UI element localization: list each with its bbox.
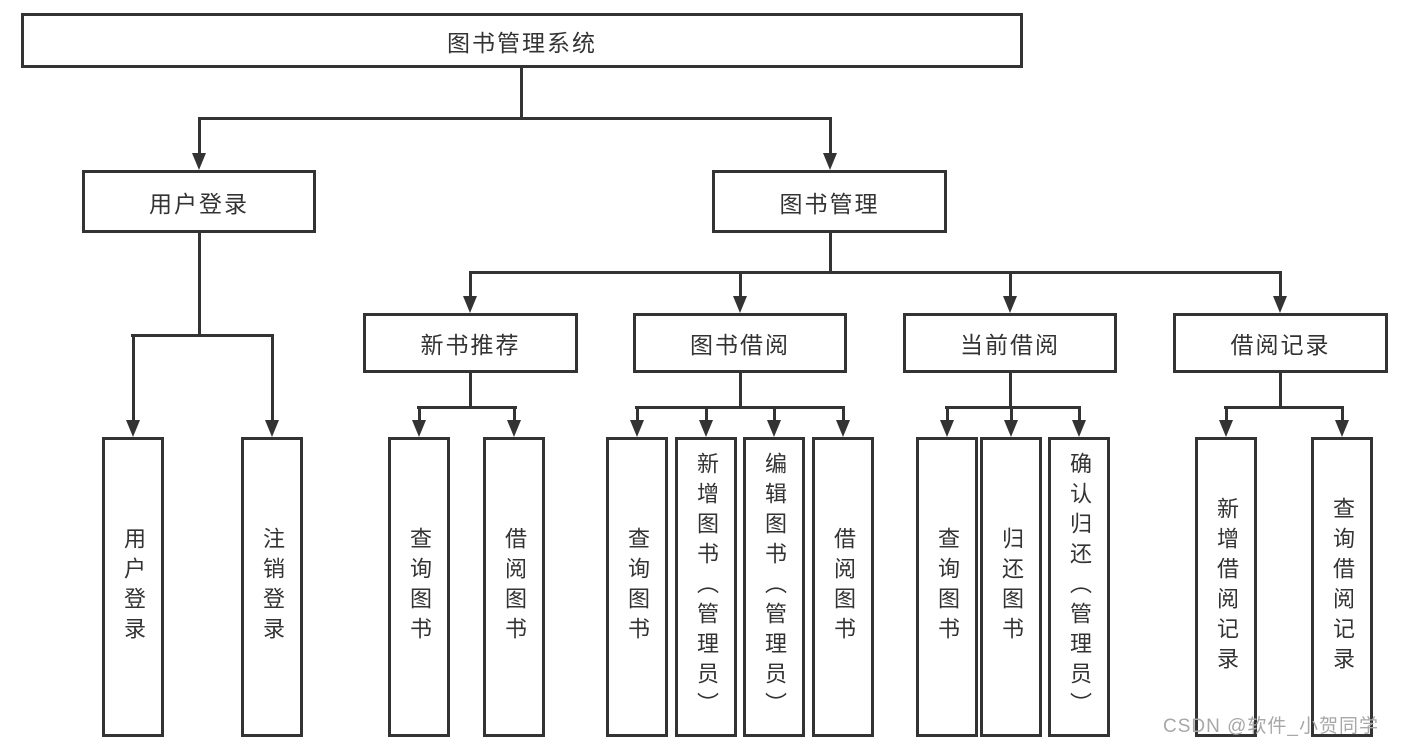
connector-line [842,406,845,422]
arrowhead-icon [1004,420,1018,437]
arrowhead-icon [823,153,837,170]
arrowhead-icon [463,296,477,313]
node-book-borrowing: 图书借阅 [633,313,847,373]
node-current-borrowing: 当前借阅 [903,313,1117,373]
connector-line [198,233,201,337]
leaf-query-borrow-record-label: 查询借阅记录 [1330,497,1355,677]
arrowhead-icon [412,420,426,437]
connector-line [829,233,832,274]
leaf-borrow-books-1: 借阅图书 [483,437,545,737]
node-user-login: 用户登录 [82,170,316,233]
leaf-user-login-label: 用户登录 [121,527,146,647]
connector-line [1225,406,1228,422]
arrowhead-icon [126,420,140,437]
arrowhead-icon [1335,420,1349,437]
leaf-query-books-1-label: 查询图书 [407,527,432,647]
arrowhead-icon [767,420,781,437]
connector-line [131,334,274,337]
leaf-query-books-1: 查询图书 [388,437,450,737]
leaf-add-borrow-record: 新增借阅记录 [1195,437,1257,737]
connector-line [418,406,421,422]
leaf-logout-label: 注销登录 [260,527,285,647]
leaf-confirm-return-admin-label: 确认归还（管理员） [1067,452,1092,722]
connector-line [198,117,832,120]
connector-line [829,117,832,154]
arrowhead-icon [699,420,713,437]
connector-line [705,406,708,422]
arrowhead-icon [836,420,850,437]
leaf-add-borrow-record-label: 新增借阅记录 [1214,497,1239,677]
leaf-borrow-books-2: 借阅图书 [812,437,874,737]
node-book-management: 图书管理 [712,170,947,233]
connector-line [271,334,274,422]
connector-line [1341,406,1344,422]
connector-line [636,406,639,422]
connector-line [417,406,517,409]
leaf-query-books-3: 查询图书 [916,437,978,737]
arrowhead-icon [1072,420,1086,437]
arrowhead-icon [265,420,279,437]
connector-line [1078,406,1081,422]
node-new-book-recommendation: 新书推荐 [363,313,578,373]
connector-line [739,271,742,297]
leaf-query-books-2-label: 查询图书 [625,527,650,647]
connector-line [469,271,472,297]
watermark-text: CSDN @软件_小贺同学 [1163,716,1379,737]
connector-line [1224,406,1344,409]
arrowhead-icon [1219,420,1233,437]
arrowhead-icon [192,153,206,170]
arrowhead-icon [507,420,521,437]
connector-line [1009,271,1012,297]
arrowhead-icon [733,296,747,313]
leaf-edit-book-admin: 编辑图书（管理员） [743,437,805,737]
leaf-add-book-admin-label: 新增图书（管理员） [694,452,719,722]
leaf-return-book: 归还图书 [980,437,1042,737]
connector-line [739,373,742,409]
leaf-logout: 注销登录 [241,437,303,737]
leaf-query-borrow-record: 查询借阅记录 [1311,437,1373,737]
arrowhead-icon [1273,296,1287,313]
arrowhead-icon [940,420,954,437]
node-borrowing-records: 借阅记录 [1173,313,1388,373]
connector-line [132,334,135,422]
arrowhead-icon [1003,296,1017,313]
leaf-user-login: 用户登录 [102,437,164,737]
connector-line [1279,271,1282,297]
leaf-add-book-admin: 新增图书（管理员） [675,437,737,737]
connector-line [469,271,1282,274]
leaf-edit-book-admin-label: 编辑图书（管理员） [762,452,787,722]
leaf-return-book-label: 归还图书 [999,527,1024,647]
leaf-borrow-books-1-label: 借阅图书 [502,527,527,647]
connector-line [1279,373,1282,409]
leaf-borrow-books-2-label: 借阅图书 [831,527,856,647]
connector-line [469,373,472,409]
connector-line [198,117,201,154]
connector-line [520,68,523,118]
connector-line [946,406,949,422]
connector-line [513,406,516,422]
connector-line [1009,373,1012,409]
connector-line [1010,406,1013,422]
leaf-confirm-return-admin: 确认归还（管理员） [1048,437,1110,737]
connector-line [945,406,1081,409]
connector-line [635,406,845,409]
leaf-query-books-2: 查询图书 [606,437,668,737]
leaf-query-books-3-label: 查询图书 [935,527,960,647]
arrowhead-icon [630,420,644,437]
connector-line [773,406,776,422]
node-library-management-system: 图书管理系统 [21,13,1023,68]
